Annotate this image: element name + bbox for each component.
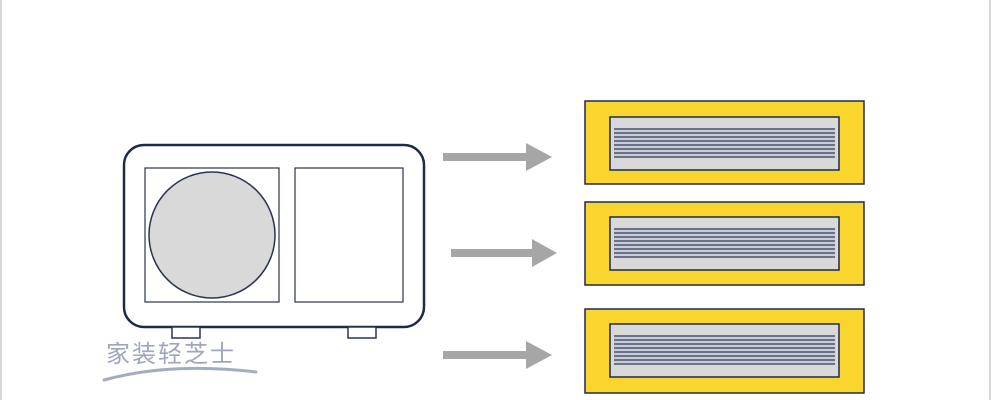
arrow-1-head-icon [526,143,552,171]
arrow-3-head-icon [526,341,552,369]
foot-right [347,326,377,339]
arrow-2-head-icon [532,239,557,267]
watermark-text: 家装轻芝士 [106,340,236,368]
fan-circle-icon [148,171,276,299]
indoor-unit-1 [584,100,865,185]
right-border [989,0,991,400]
indoor-unit-3 [584,308,865,394]
indoor-unit-2 [584,201,865,286]
watermark-swoosh-icon [102,366,258,382]
outdoor-unit [122,143,426,339]
arrow-2 [451,239,557,267]
indoor-unit-3-vent-icon [614,335,835,365]
left-border [0,0,2,400]
foot-left [171,326,201,339]
arrow-1 [443,143,552,171]
arrow-3 [443,341,552,369]
indoor-unit-1-vent-icon [614,128,835,158]
indoor-unit-2-vent-icon [614,228,835,258]
side-panel [294,167,404,303]
